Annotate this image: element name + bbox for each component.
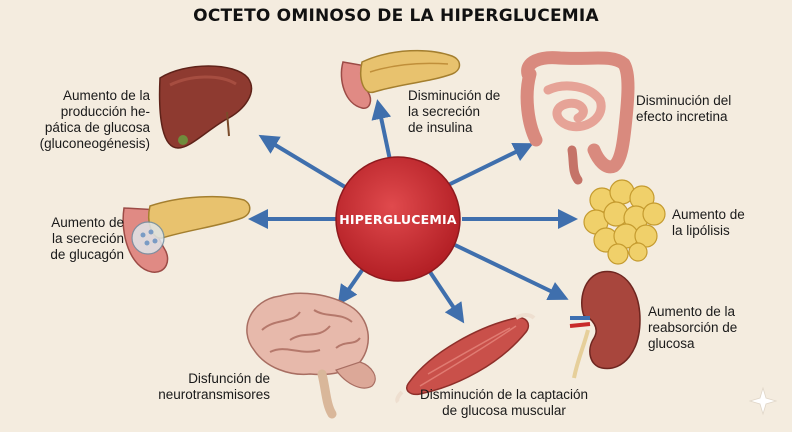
arrow-kidney [454, 243, 569, 301]
arrow-brain [337, 264, 367, 306]
intestine-icon [520, 51, 635, 185]
label-muscle-uptake: Disminución de la captación de glucosa m… [419, 387, 589, 418]
arrow-muscle [428, 270, 465, 324]
label-lipolysis: Aumento de la lipólisis [672, 207, 745, 238]
label-reabsorption: Aumento de la reabsorción de glucosa [648, 304, 738, 351]
kidney-icon [569, 270, 641, 379]
arrow-intestine [441, 143, 534, 190]
pancreas-icon [340, 49, 461, 109]
liver-icon [158, 65, 253, 149]
fat-tissue-icon [583, 179, 666, 265]
label-neurotransmitters: Disfunción de neurotransmisores [158, 371, 270, 402]
arrow-pancreas-top [371, 99, 392, 161]
diagram-title: OCTETO OMINOSO DE LA HIPERGLUCEMIA [193, 6, 599, 26]
label-incretin: Disminución del efecto incretina [636, 93, 732, 124]
sparkle-icon [748, 386, 778, 416]
label-insulin: Disminución de la secreción de insulina [408, 88, 501, 135]
pancreas-islets-icon [122, 195, 251, 273]
muscle-icon [395, 313, 536, 404]
label-glucagon: Aumento de la secreción de glucagón [50, 215, 124, 262]
center-circle [335, 156, 461, 282]
arrow-liver [258, 134, 352, 192]
label-gluconeogenesis: Aumento de la producción he- pática de g… [39, 88, 150, 151]
brain-icon [246, 292, 376, 419]
center-label: HIPERGLUCEMIA [339, 212, 457, 227]
